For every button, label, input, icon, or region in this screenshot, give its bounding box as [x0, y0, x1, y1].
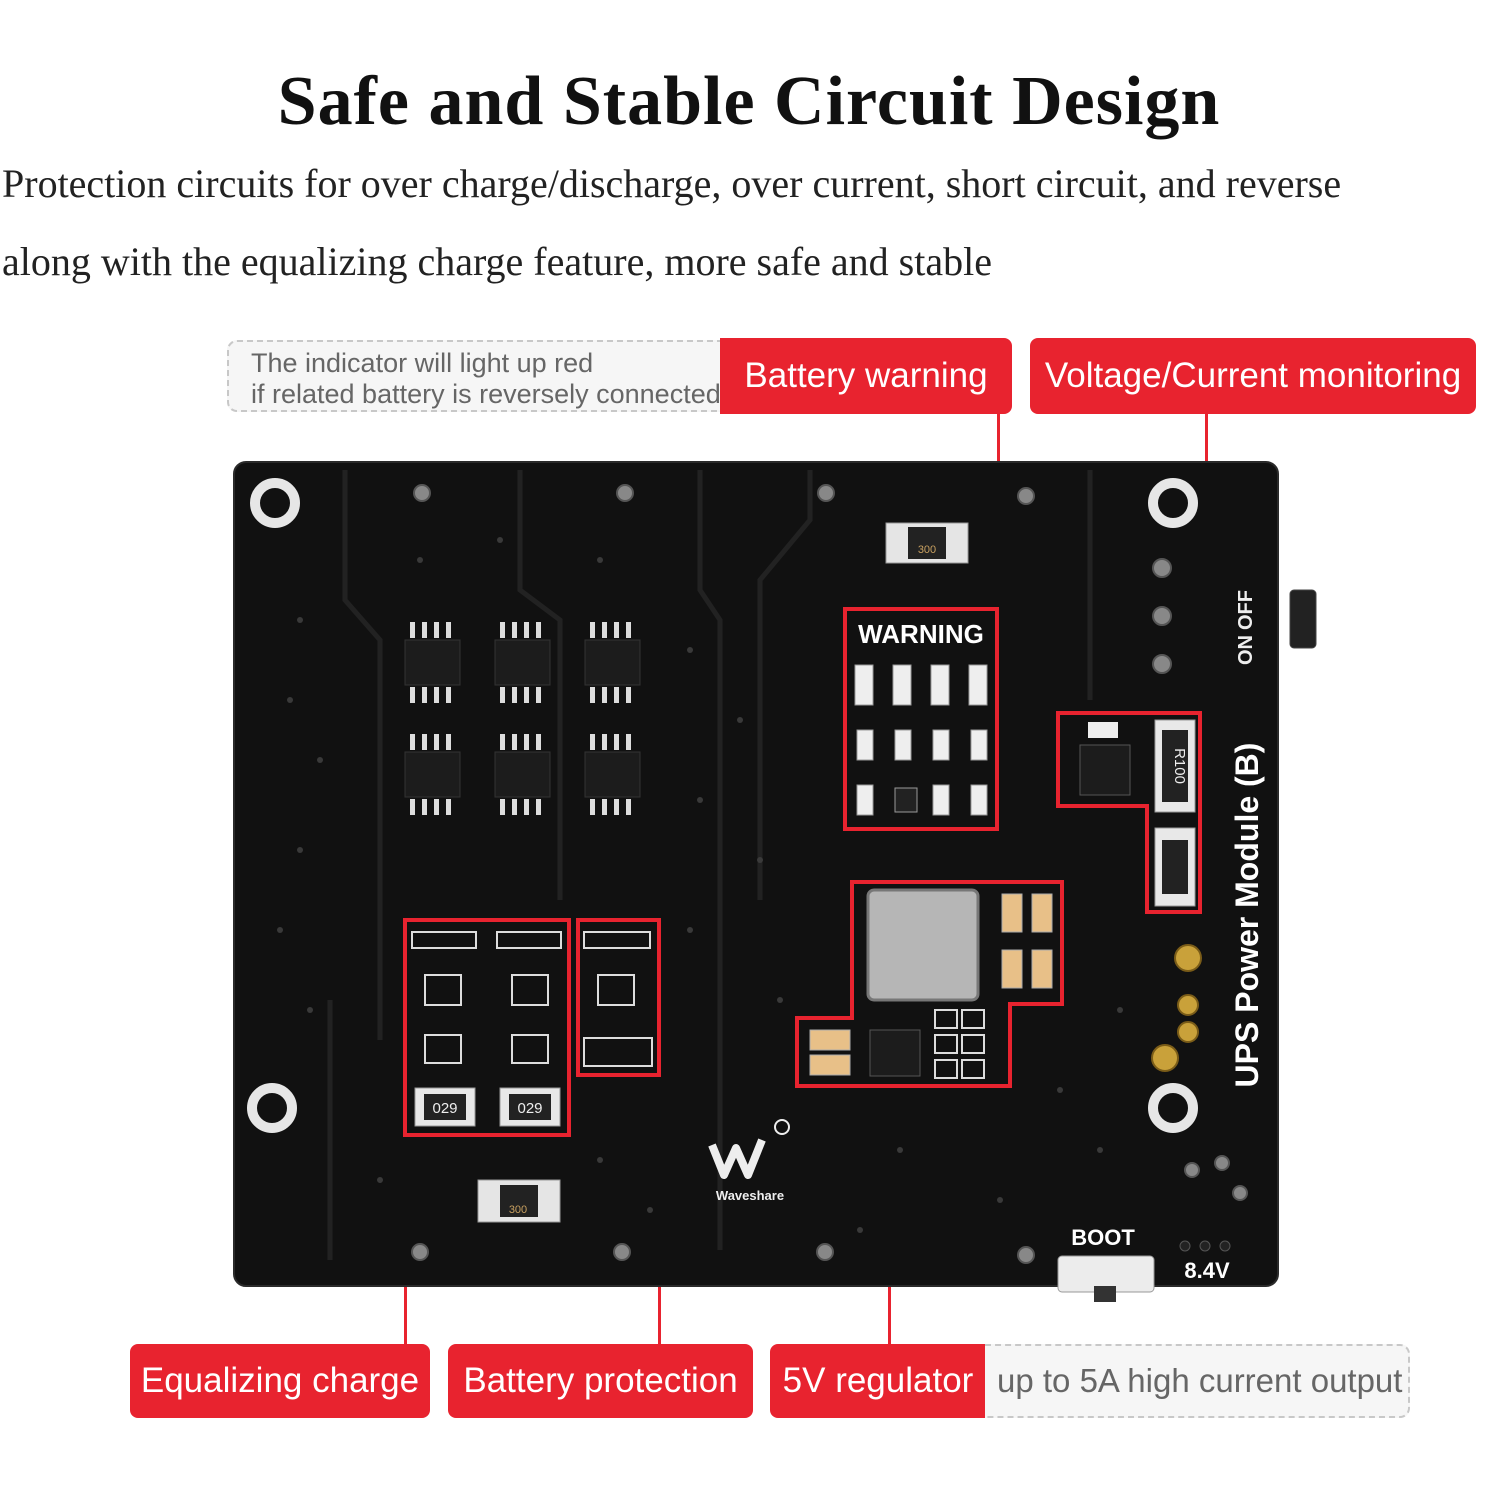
page-title: Safe and Stable Circuit Design — [277, 63, 1221, 140]
waveshare-logo-icon — [708, 1138, 766, 1179]
resistor-300-label: 300 — [918, 544, 936, 556]
switch-on-label: ON — [1235, 635, 1257, 665]
resistor-029-label-1: 029 — [432, 1100, 457, 1117]
brand-silkscreen: Waveshare — [716, 1188, 784, 1203]
battery-warning-note-line-2: if related battery is reversely connecte… — [251, 379, 721, 409]
battery-warning-note-line-1: The indicator will light up red — [251, 348, 594, 378]
regulator-5v-label: 5V regulator — [770, 1344, 986, 1418]
equalizing-charge-label: Equalizing charge — [130, 1344, 430, 1418]
regulator-note: up to 5A high current output — [985, 1344, 1410, 1418]
board-name-silkscreen: UPS Power Module (B) — [1229, 743, 1265, 1088]
subtitle-line-2: along with the equalizing charge feature… — [2, 239, 992, 284]
switch-off-label: OFF — [1235, 590, 1257, 630]
voltage-label: 8.4V — [1184, 1258, 1230, 1283]
boot-label: BOOT — [1071, 1225, 1135, 1250]
subtitle-line-1: Protection circuits for over charge/disc… — [2, 161, 1342, 206]
resistor-300-label-2: 300 — [509, 1204, 527, 1216]
resistor-029-label-2: 029 — [517, 1100, 542, 1117]
battery-protection-label: Battery protection — [448, 1344, 753, 1418]
warning-silkscreen-label: WARNING — [858, 619, 984, 649]
voltage-current-monitoring-label: Voltage/Current monitoring — [1030, 338, 1476, 414]
resistor-r100-label: R100 — [1171, 748, 1188, 784]
battery-warning-label: Battery warning — [720, 338, 1012, 414]
battery-warning-note: The indicator will light up red if relat… — [227, 340, 742, 412]
